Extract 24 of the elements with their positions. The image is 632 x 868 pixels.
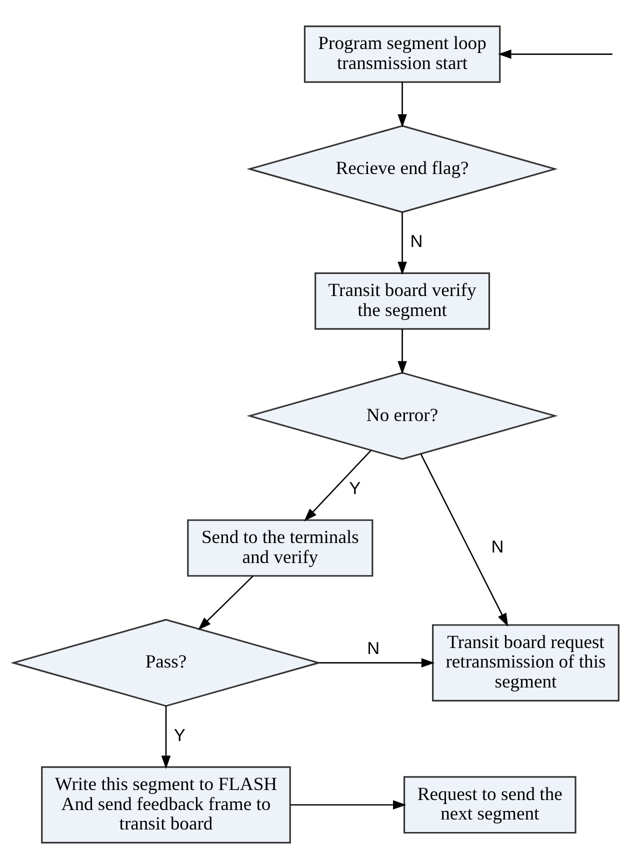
arrow bbox=[319, 658, 435, 667]
node-box: Send to the terminals and verify bbox=[187, 518, 374, 576]
node-box: Transit board verify the segment bbox=[314, 272, 490, 330]
node-diamond: No error? bbox=[246, 371, 558, 460]
node-diamond: Pass? bbox=[10, 618, 322, 706]
arrow bbox=[498, 49, 612, 58]
arrow bbox=[398, 82, 407, 128]
arrow bbox=[161, 705, 171, 768]
node-box: Transit board request retransmission of this segment bbox=[432, 624, 620, 701]
node-box: Write this segment to FLASH And send feedback frame to transit board bbox=[41, 766, 291, 843]
edge-label: N bbox=[410, 230, 423, 251]
arrow bbox=[420, 454, 508, 626]
arrow bbox=[398, 328, 407, 374]
arrow bbox=[198, 574, 254, 630]
arrow bbox=[304, 450, 372, 521]
node-diamond: Recieve end flag? bbox=[246, 124, 558, 212]
edge-label: N bbox=[367, 638, 380, 658]
arrow bbox=[398, 212, 407, 275]
node-box: Program segment loop transmission start bbox=[304, 25, 501, 82]
edge-label: N bbox=[491, 536, 504, 556]
arrow bbox=[290, 800, 406, 809]
edge-label: Y bbox=[349, 478, 360, 498]
edge-label: Y bbox=[174, 724, 186, 745]
node-box: Request to send the next segment bbox=[403, 776, 576, 834]
